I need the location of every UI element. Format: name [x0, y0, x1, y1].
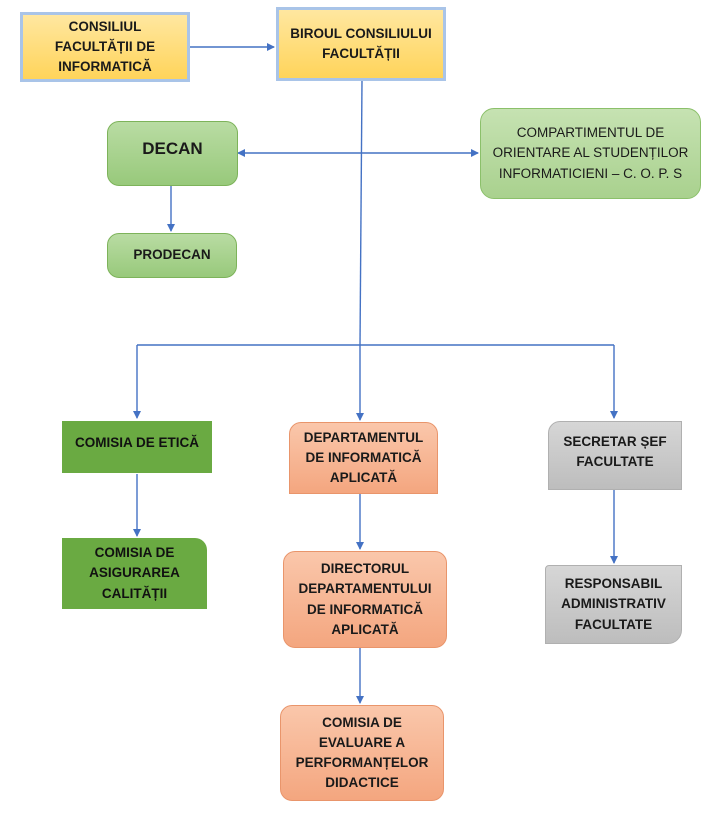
node-departament-label: DEPARTAMENTUL DE INFORMATICĂ APLICATĂ — [303, 429, 424, 486]
node-prodecan-label: PRODECAN — [133, 247, 211, 263]
node-compartiment: COMPARTIMENTUL DE ORIENTARE AL STUDENȚIL… — [480, 108, 701, 199]
node-comisia-calitate-label: COMISIA DE ASIGURAREA CALITĂȚII — [89, 545, 180, 601]
node-comisia-etica-label: COMISIA DE ETICĂ — [74, 435, 199, 450]
node-biroul-label: BIROUL CONSILIULUI FACULTĂȚII — [290, 25, 432, 61]
node-comisia-calitate: COMISIA DE ASIGURAREA CALITĂȚII — [62, 538, 207, 609]
connector-biroul-trunk — [359, 79, 363, 346]
node-decan: DECAN — [107, 121, 238, 186]
node-consiliul-label: CONSILIUL FACULTĂȚII DE INFORMATICĂ — [54, 18, 156, 75]
node-prodecan: PRODECAN — [107, 233, 237, 278]
node-comisia-evaluare: COMISIA DE EVALUARE A PERFORMANȚELOR DID… — [280, 705, 444, 801]
node-comisia-etica: COMISIA DE ETICĂ — [62, 421, 212, 473]
node-biroul: BIROUL CONSILIULUI FACULTĂȚII — [276, 7, 446, 81]
node-decan-label: DECAN — [142, 139, 203, 158]
node-compartiment-label: COMPARTIMENTUL DE ORIENTARE AL STUDENȚIL… — [492, 125, 689, 181]
node-responsabil-label: RESPONSABIL ADMINISTRATIV FACULTATE — [561, 576, 666, 632]
node-director-label: DIRECTORUL DEPARTAMENTULUI DE INFORMATIC… — [298, 561, 432, 637]
node-secretar: SECRETAR ȘEF FACULTATE — [548, 421, 682, 490]
node-departament: DEPARTAMENTUL DE INFORMATICĂ APLICATĂ — [289, 422, 438, 494]
node-director: DIRECTORUL DEPARTAMENTULUI DE INFORMATIC… — [283, 551, 447, 648]
node-consiliul: CONSILIUL FACULTĂȚII DE INFORMATICĂ — [20, 12, 190, 82]
node-comisia-evaluare-label: COMISIA DE EVALUARE A PERFORMANȚELOR DID… — [295, 714, 429, 791]
node-secretar-label: SECRETAR ȘEF FACULTATE — [563, 434, 667, 470]
node-responsabil: RESPONSABIL ADMINISTRATIV FACULTATE — [545, 565, 682, 644]
